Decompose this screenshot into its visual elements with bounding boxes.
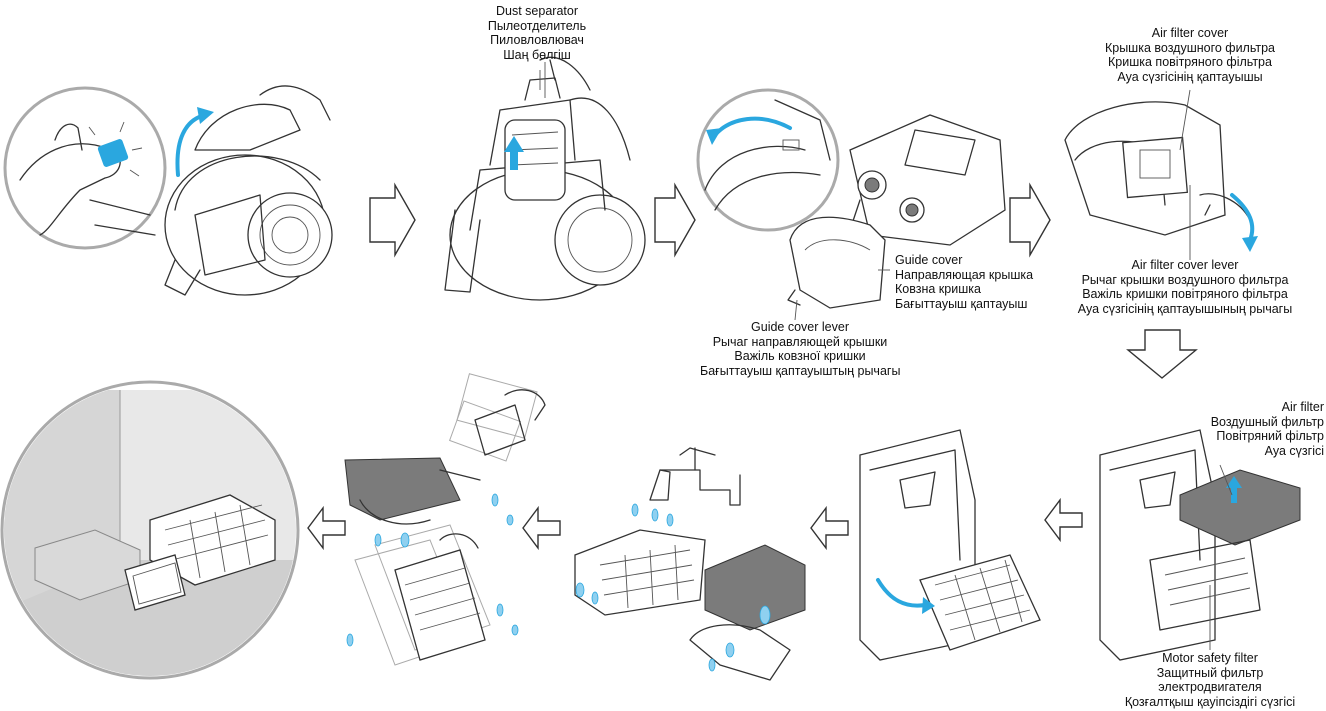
label-ru: Рычаг направляющей крышки [700, 335, 900, 350]
dust-separator-label: Dust separator Пылеотделитель Пиловловлю… [472, 4, 602, 62]
label-ru: Пылеотделитель [472, 19, 602, 34]
zoom-circle [698, 90, 838, 230]
label-en: Air filter [1196, 400, 1324, 415]
step-arrow-left [811, 508, 848, 548]
label-kk: Шаң бөлгіш [472, 48, 602, 63]
label-uk: Ковзна кришка [895, 282, 1045, 297]
step-arrow-right [370, 185, 415, 255]
label-kk: Бағыттауыш қаптауыштың рычагы [700, 364, 900, 379]
label-en: Dust separator [472, 4, 602, 19]
step-8-shake-dry [345, 374, 545, 665]
label-ru: Направляющая крышка [895, 268, 1045, 283]
step-arrow-down [1128, 330, 1196, 378]
label-uk: Повітряний фільтр [1196, 429, 1324, 444]
label-uk: Пиловловлювач [472, 33, 602, 48]
step-4-filter-cover-lever [1065, 102, 1258, 260]
label-uk: Важіль кришки повітряного фільтра [1060, 287, 1310, 302]
air-filter-cover-lever-label: Air filter cover lever Рычаг крышки возд… [1060, 258, 1310, 316]
label-kk: Бағыттауыш қаптауыш [895, 297, 1045, 312]
label-ru: Защитный фильтр [1100, 666, 1320, 681]
label-kk: Қозғалтқыш қауіпсіздігі сүзгісі [1100, 695, 1320, 710]
step-arrow-right [655, 185, 695, 255]
label-kk: Ауа сүзгісі [1196, 444, 1324, 459]
rotation-arrow [1242, 236, 1258, 252]
rotation-arrow [197, 107, 214, 124]
air-filter [705, 545, 805, 630]
step-arrow-left [308, 508, 345, 548]
air-filter-label: Air filter Воздушный фильтр Повітряний ф… [1196, 400, 1324, 458]
label-en: Guide cover [895, 253, 1045, 268]
label-ru: Рычаг крышки воздушного фильтра [1060, 273, 1310, 288]
step-6-remove-motor-filter [860, 430, 1040, 660]
label-ru: Воздушный фильтр [1196, 415, 1324, 430]
label-en: Guide cover lever [700, 320, 900, 335]
step-2-lift-separator [445, 57, 645, 300]
label-uk: Кришка повітряного фільтра [1090, 55, 1290, 70]
air-filter-cover-label: Air filter cover Крышка воздушного фильт… [1090, 26, 1290, 84]
guide-cover-lever-label: Guide cover lever Рычаг направляющей кры… [700, 320, 900, 378]
step-arrow-left [1045, 500, 1082, 540]
label-uk: электродвигателя [1100, 680, 1320, 695]
step-1-open-cover [5, 86, 332, 295]
label-kk: Ауа сүзгісінің қаптауышы [1090, 70, 1290, 85]
label-ru: Крышка воздушного фильтра [1090, 41, 1290, 56]
label-en: Motor safety filter [1100, 651, 1320, 666]
label-uk: Важіль ковзної кришки [700, 349, 900, 364]
label-kk: Ауа сүзгісінің қаптауышының рычагы [1060, 302, 1310, 317]
step-9-dry-in-shade [0, 382, 300, 680]
air-filter [345, 458, 460, 520]
guide-cover-label: Guide cover Направляющая крышка Ковзна к… [895, 253, 1045, 311]
label-en: Air filter cover [1090, 26, 1290, 41]
step-5-remove-air-filter [1100, 430, 1300, 660]
motor-safety-filter-label: Motor safety filter Защитный фильтр элек… [1100, 651, 1320, 709]
label-en: Air filter cover lever [1060, 258, 1310, 273]
step-7-rinse-filters [575, 448, 805, 680]
step-arrow-left [523, 508, 560, 548]
step-arrow-right [1010, 185, 1050, 255]
